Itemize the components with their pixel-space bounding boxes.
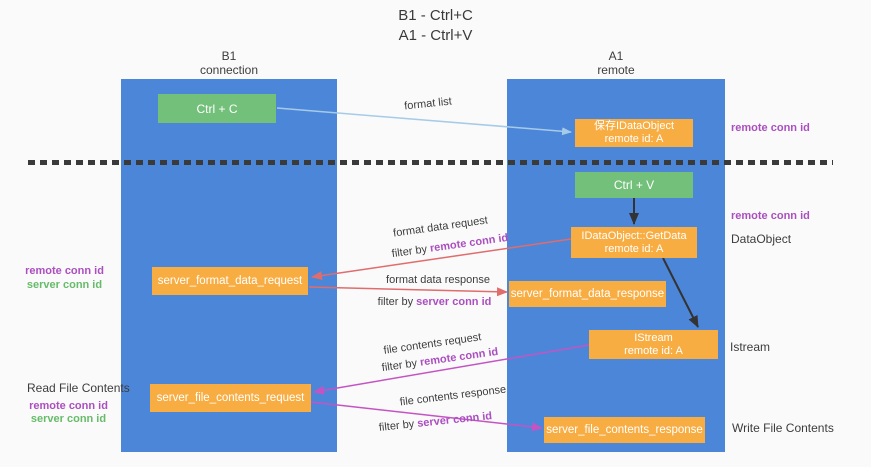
filter-by-text: filter by [378, 417, 418, 434]
flow-label-filter-server-conn-id-2: filter by server conn id [378, 410, 494, 434]
right-column-name: A1 [608, 49, 624, 63]
ctrl-v-label: Ctrl + V [613, 178, 655, 192]
getdata-line2: remote id: A [604, 242, 664, 255]
save-idataobject-line1: 保存IDataObject [593, 120, 675, 132]
server-format-data-response-label: server_format_data_response [510, 288, 665, 300]
server-format-data-request-label: server_format_data_request [157, 275, 303, 287]
ctrl-c-box: Ctrl + C [158, 94, 276, 123]
left-column-header: B1 connection [121, 49, 337, 77]
arrow-format-data-response [308, 286, 508, 297]
server-conn-id-text: server conn id [416, 296, 492, 308]
idataobject-getdata-box: IDataObject::GetData remote id: A [571, 227, 697, 258]
left-server-conn-id-bottom: server conn id [30, 413, 107, 425]
title-line-1: B1 - Ctrl+C [398, 7, 473, 24]
istream-box: IStream remote id: A [589, 330, 718, 359]
server-conn-id-text: server conn id [416, 410, 493, 430]
dataobject-label: DataObject [731, 232, 792, 246]
server-format-data-request-box: server_format_data_request [152, 267, 308, 295]
filter-by-text: filter by [381, 356, 421, 375]
server-file-contents-response-label: server_file_contents_response [546, 424, 703, 436]
istream-side-label: Istream [730, 340, 771, 354]
left-column-name: B1 [221, 49, 237, 63]
read-file-contents-label: Read File Contents [27, 381, 130, 395]
left-column-subtitle: connection [199, 63, 259, 77]
right-column-header: A1 remote [507, 49, 725, 77]
save-idataobject-line2: remote id: A [604, 133, 664, 145]
save-idataobject-box: 保存IDataObject remote id: A [575, 119, 693, 147]
server-format-data-response-box: server_format_data_response [509, 281, 666, 307]
title-line-2: A1 - Ctrl+V [398, 27, 473, 44]
server-file-contents-request-label: server_file_contents_request [156, 392, 305, 404]
server-file-contents-request-box: server_file_contents_request [150, 384, 311, 412]
ctrl-c-label: Ctrl + C [196, 101, 238, 116]
right-remote-conn-id-top: remote conn id [731, 122, 810, 134]
flow-label-file-contents-response: file contents response [399, 383, 507, 409]
write-file-contents-label: Write File Contents [732, 421, 834, 435]
left-remote-conn-id-bottom: remote conn id [29, 400, 108, 412]
right-remote-conn-id-mid: remote conn id [731, 210, 810, 222]
filter-by-text: filter by [391, 242, 431, 261]
diagram-title: B1 - Ctrl+C A1 - Ctrl+V [0, 6, 871, 46]
left-server-conn-id-top: server conn id [26, 279, 103, 291]
istream-line2: remote id: A [624, 344, 683, 357]
flow-label-format-list: format list [403, 95, 453, 113]
remote-conn-id-text: remote conn id [429, 231, 509, 255]
ctrl-v-box: Ctrl + V [575, 172, 693, 198]
phase-separator-dashed-line [28, 160, 833, 165]
server-file-contents-response-box: server_file_contents_response [544, 417, 705, 443]
right-column-subtitle: remote [597, 63, 635, 77]
flow-label-format-data-response: format data response [386, 274, 490, 286]
istream-line1: IStream [634, 331, 673, 344]
flow-label-filter-server-conn-id-1: filter by server conn id [377, 296, 492, 308]
left-remote-conn-id-top: remote conn id [25, 265, 104, 277]
filter-by-text: filter by [377, 296, 417, 308]
getdata-line1: IDataObject::GetData [581, 229, 687, 242]
